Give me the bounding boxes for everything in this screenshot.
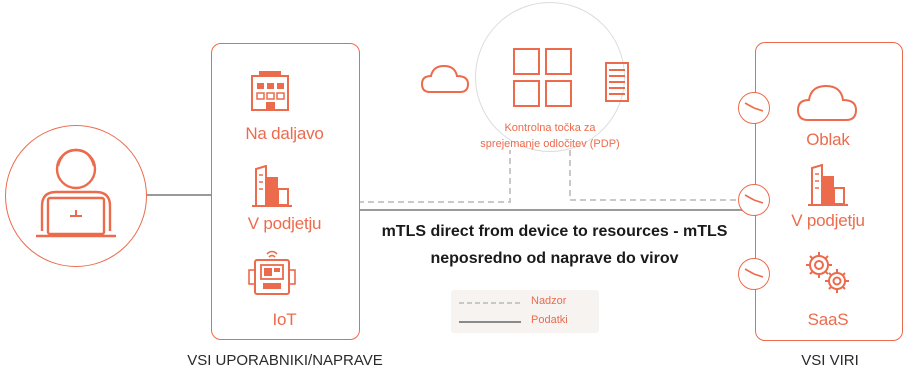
office-building-icon	[252, 165, 292, 207]
control-line-left	[358, 150, 511, 203]
pdp-label: Kontrolna točka za sprejemanje odločitev…	[455, 120, 645, 152]
grid-apps-icon	[513, 48, 572, 107]
legend: Nadzor Podatki	[451, 290, 599, 333]
resource-label-cloud: Oblak	[806, 130, 850, 149]
resources-caption: VSI VIRI	[801, 352, 859, 369]
gears-icon	[806, 252, 849, 293]
user-circle	[5, 125, 147, 267]
legend-data-label: Podatki	[531, 314, 568, 326]
devices-box	[211, 43, 360, 340]
devices-caption: VSI UPORABNIKI/NAPRAVE	[187, 352, 383, 369]
mtls-description: mTLS direct from device to resources - m…	[357, 218, 752, 272]
gateway-clock-icon-top	[738, 92, 770, 124]
pdp-label-line2: sprejemanje odločitev (PDP)	[480, 138, 620, 150]
remote-building-icon	[251, 71, 289, 111]
resource-label-saas: SaaS	[807, 310, 849, 329]
cloud-icon	[796, 84, 858, 121]
mtls-line2: neposredno od naprave do virov	[430, 250, 679, 267]
pdp-label-line1: Kontrolna točka za	[504, 122, 596, 134]
cloud-icon	[420, 64, 470, 93]
resource-label-office: V podjetju	[791, 211, 865, 230]
iot-device-icon	[248, 250, 296, 295]
user-laptop-icon	[36, 148, 116, 238]
server-rack-icon	[605, 62, 629, 102]
office-building-icon	[808, 164, 848, 206]
device-label-office: V podjetju	[247, 214, 322, 233]
legend-control-label: Nadzor	[531, 295, 567, 307]
mtls-line1: mTLS direct from device to resources - m…	[381, 223, 728, 240]
device-label-remote: Na daljavo	[245, 124, 324, 143]
legend-lines	[459, 302, 521, 323]
control-line-right	[569, 150, 755, 201]
device-label-iot: IoT	[272, 310, 297, 329]
pdp-circle	[475, 2, 625, 152]
gateway-clock-icon-middle	[738, 184, 770, 216]
gateway-clock-icon-bottom	[738, 258, 770, 290]
